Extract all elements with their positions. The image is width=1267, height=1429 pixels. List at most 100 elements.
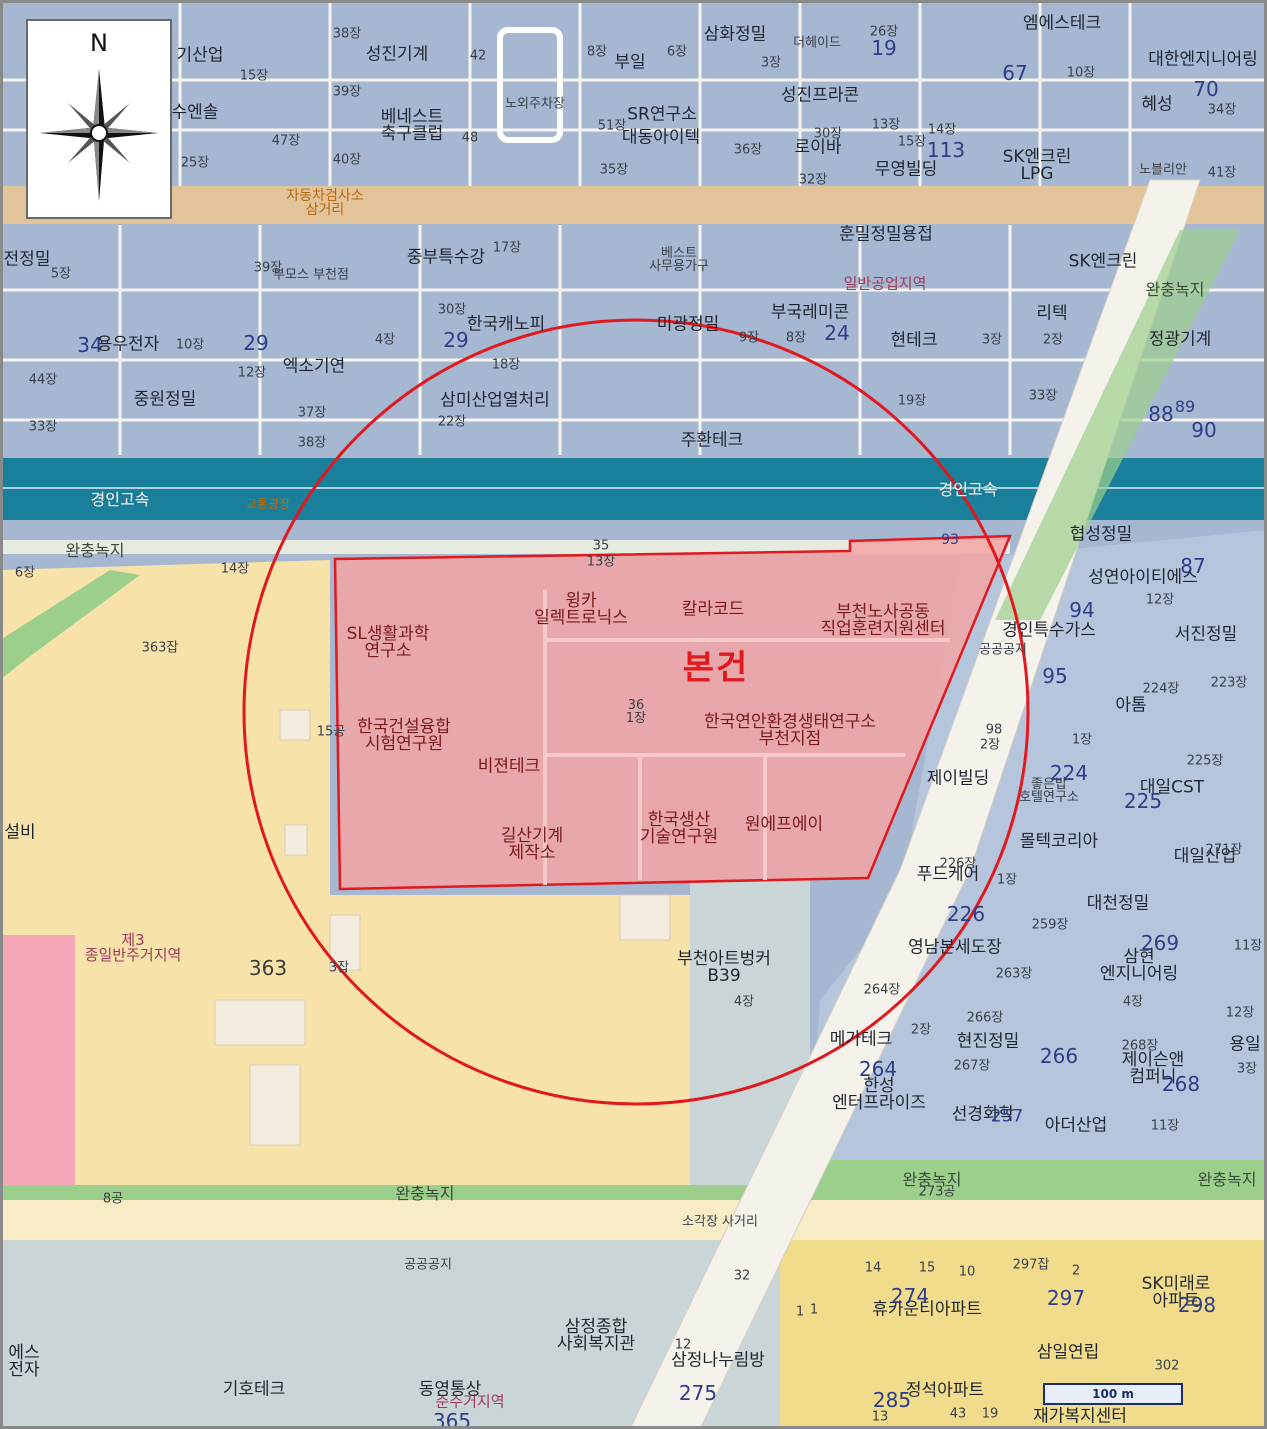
lot-label: 8장 — [586, 44, 608, 60]
lot-label: 32장 — [798, 172, 828, 188]
poi-label: 아톰 — [1115, 695, 1147, 716]
poi-label: 수엔솔 — [171, 102, 219, 123]
lot-label: 22장 — [437, 414, 467, 430]
lot-label: 9장 — [738, 330, 760, 346]
north-compass: N — [26, 19, 172, 219]
lot-label: 37장 — [297, 405, 327, 421]
lot-label: 43 — [949, 1406, 967, 1422]
lot-label: 40장 — [332, 152, 362, 168]
lot-number: 87 — [1180, 554, 1206, 578]
expressway-label: 경인고속 — [90, 490, 150, 509]
lot-number: 226 — [946, 902, 986, 926]
poi-label: SK엔크린 LPG — [1002, 147, 1072, 184]
lot-number: 24 — [824, 321, 850, 345]
zone-general-industrial: 일반공업지역 — [843, 274, 927, 293]
lot-label: 30장 — [813, 126, 843, 142]
poi-label: 한국캐노피 — [466, 314, 546, 335]
commercial-block — [0, 935, 75, 1185]
poi-label: 베네스트 축구클럽 — [380, 107, 444, 144]
poi-label: 대일산업 — [1173, 846, 1237, 867]
lot-label: 10장 — [175, 337, 205, 353]
lot-label: 3장 — [1236, 1061, 1258, 1077]
poi-label: 대일CST — [1139, 777, 1205, 798]
poi-label: 무영빌딩 — [874, 159, 938, 180]
poi-label: 전정밀 — [3, 249, 51, 270]
residential-zone — [0, 560, 690, 1185]
lot-number: 19 — [871, 36, 897, 60]
lot-number: 29 — [243, 331, 269, 355]
lot-number: 225 — [1123, 789, 1163, 813]
radius-circle — [242, 318, 1030, 1106]
poi-label: 성진프라콘 — [780, 85, 860, 106]
lot-label: 39장 — [332, 84, 362, 100]
lot-label: 13 — [871, 1409, 889, 1425]
lot-label: 263장 — [995, 966, 1033, 982]
poi-label: 삼정나누림방 — [671, 1350, 765, 1371]
lot-label: 3잡 — [328, 960, 350, 976]
poi-label: 노블리안 — [1139, 162, 1187, 178]
lot-label: 13장 — [586, 554, 616, 570]
poi-label: 정광기계 — [1148, 329, 1212, 350]
poi-label: SK엔크린 — [1068, 251, 1138, 272]
site-internal-roads — [543, 590, 950, 885]
lot-number: 94 — [1069, 598, 1095, 622]
lot-label: 10장 — [1066, 65, 1096, 81]
lot-label: 1장 — [996, 872, 1018, 888]
site-building-0: 윙카 일렉트로닉스 — [534, 591, 628, 628]
poi-label: 성진기계 — [365, 44, 429, 65]
lot-label: 15장 — [239, 68, 269, 84]
poi-label: 대동아이텍 — [621, 127, 701, 148]
compass-rose-icon — [40, 69, 158, 201]
poi-label: 미광정밀 — [656, 314, 720, 335]
poi-label: 동영통상 — [418, 1379, 482, 1400]
subject-site-label: 본건 — [682, 648, 750, 688]
lot-label: 35장 — [599, 162, 629, 178]
lot-number: 35 — [592, 538, 610, 554]
poi-label: 기산업 — [176, 45, 224, 66]
poi-label: 서진정밀 — [1174, 624, 1238, 645]
poi-label: 엑소기연 — [282, 356, 346, 377]
lot-number: 365 — [432, 1409, 472, 1429]
lot-label: 34장 — [1207, 102, 1237, 118]
lot-label: 42 — [469, 48, 487, 64]
lot-number: 268 — [1161, 1072, 1201, 1096]
poi-label: 삼미산업열처리 — [440, 390, 550, 411]
roadside-green — [995, 230, 1240, 620]
poi-label: 부국레미콘 — [770, 302, 850, 323]
green-diagonal — [0, 570, 140, 680]
poi-label: 성연아이티에스 — [1088, 567, 1198, 588]
parking-lot-outline — [497, 27, 563, 143]
poi-label: 몰텍코리아 — [1019, 831, 1099, 852]
poi-label: 현진정밀 — [956, 1031, 1020, 1052]
poi-label: 정석아파트 — [905, 1380, 985, 1401]
lot-label: 4장 — [733, 994, 755, 1010]
lot-label: 268장 — [1121, 1038, 1159, 1054]
lot-label: 271장 — [1205, 842, 1243, 858]
poi-label: 삼정종합 사회복지관 — [556, 1317, 636, 1354]
lot-label: 2장 — [910, 1022, 932, 1038]
lot-label: 33장 — [28, 419, 58, 435]
poi-label: 삼화정밀 — [703, 24, 767, 45]
poi-label: 푸드케어 — [916, 864, 980, 885]
lot-label: 32 — [733, 1268, 751, 1284]
bottom-residential — [780, 1240, 1267, 1429]
site-building-6: 한국연안환경생태연구소 부천지점 — [703, 712, 877, 749]
parcel-grid — [0, 0, 1267, 455]
lot-label: 4장 — [1122, 994, 1144, 1010]
buffer-strip — [0, 540, 1010, 554]
poi-label: 한성 엔터프라이즈 — [832, 1076, 926, 1113]
lot-label: 44장 — [28, 372, 58, 388]
lot-label: 3장 — [760, 55, 782, 71]
lot-label: 12장 — [1145, 592, 1175, 608]
lot-number: 95 — [1042, 664, 1068, 688]
poi-label: 협성정밀 — [1069, 524, 1133, 545]
poi-label: 중원정밀 — [133, 389, 197, 410]
lot-label: 19 — [981, 1406, 999, 1422]
lot-label: 273공 — [918, 1184, 956, 1200]
lot-label: 17장 — [492, 240, 522, 256]
poi-label: 제이빌딩 — [926, 768, 990, 789]
scale-bar: 100 m — [1043, 1383, 1183, 1405]
green-zone-5: 완충녹지 — [1145, 280, 1205, 299]
